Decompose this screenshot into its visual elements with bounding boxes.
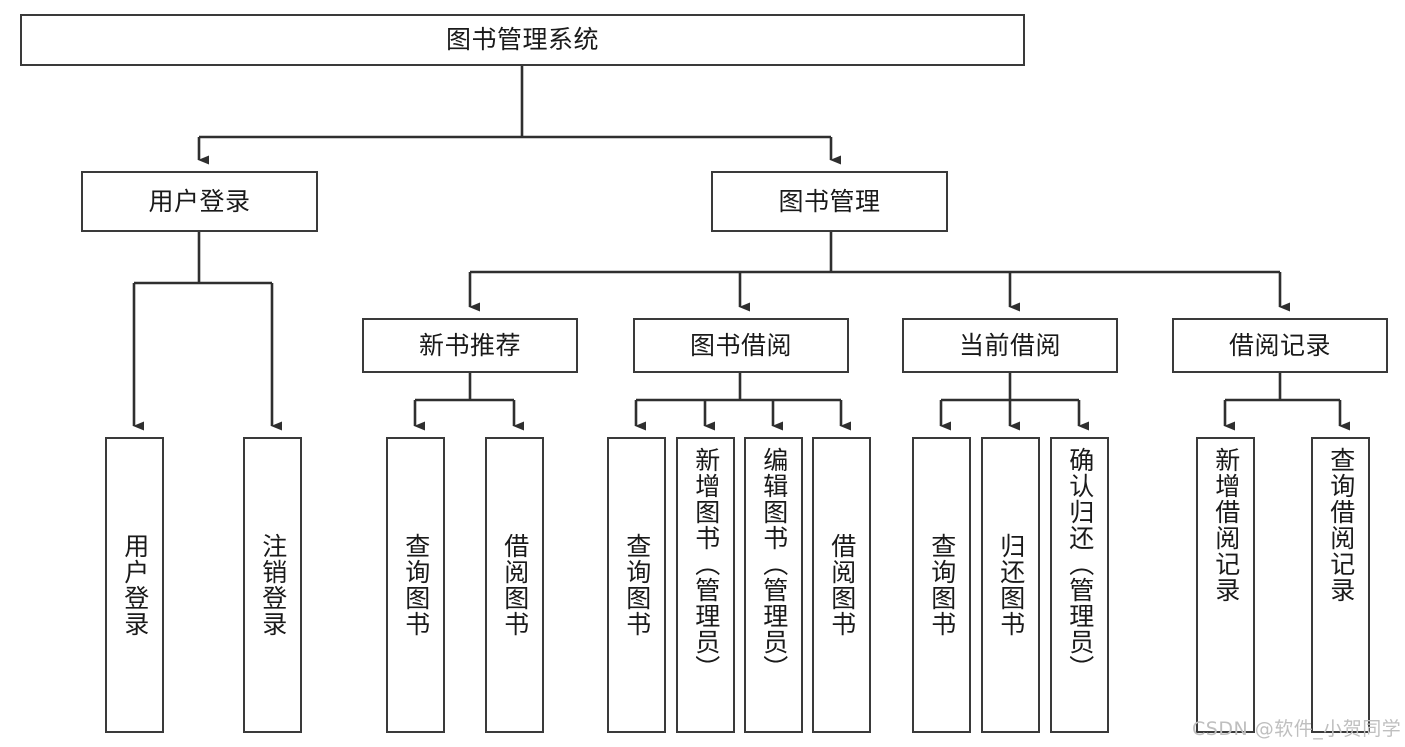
- node-label: 新增借阅记录: [1211, 447, 1241, 603]
- node-label: 用户登录: [120, 533, 150, 637]
- leaf-book-borrow-edit[interactable]: 编辑图书（管理员）: [744, 437, 803, 733]
- leaf-current-borrow-confirm-return[interactable]: 确认归还（管理员）: [1050, 437, 1109, 733]
- node-label: 查询借阅记录: [1326, 447, 1356, 603]
- node-label: 借阅图书: [827, 533, 857, 637]
- node-root-system[interactable]: 图书管理系统: [20, 14, 1025, 66]
- node-label: 查询图书: [927, 533, 957, 637]
- node-label: 图书借阅: [689, 330, 792, 360]
- leaf-user-login-signout[interactable]: 注销登录: [243, 437, 302, 733]
- leaf-new-book-borrow[interactable]: 借阅图书: [485, 437, 544, 733]
- node-user-login[interactable]: 用户登录: [81, 171, 318, 232]
- node-book-borrow[interactable]: 图书借阅: [633, 318, 849, 373]
- leaf-book-borrow-add[interactable]: 新增图书（管理员）: [676, 437, 735, 733]
- leaf-user-login-signin[interactable]: 用户登录: [105, 437, 164, 733]
- node-label: 归还图书: [996, 533, 1026, 637]
- node-borrow-record[interactable]: 借阅记录: [1172, 318, 1388, 373]
- node-label: 注销登录: [258, 533, 288, 637]
- leaf-new-book-query[interactable]: 查询图书: [386, 437, 445, 733]
- node-label: 新增图书（管理员）: [691, 447, 721, 681]
- leaf-current-borrow-return[interactable]: 归还图书: [981, 437, 1040, 733]
- leaf-borrow-record-add[interactable]: 新增借阅记录: [1196, 437, 1255, 733]
- node-label: 借阅记录: [1228, 330, 1331, 360]
- node-label: 借阅图书: [500, 533, 530, 637]
- node-label: 查询图书: [401, 533, 431, 637]
- csdn-watermark: CSDN @软件_小贺同学: [1192, 718, 1402, 740]
- node-book-management[interactable]: 图书管理: [711, 171, 948, 232]
- leaf-borrow-record-query[interactable]: 查询借阅记录: [1311, 437, 1370, 733]
- node-label: 图书管理系统: [445, 25, 599, 55]
- node-label: 用户登录: [148, 186, 251, 216]
- node-label: 图书管理: [778, 186, 881, 216]
- node-new-book-recommend[interactable]: 新书推荐: [362, 318, 578, 373]
- node-label: 编辑图书（管理员）: [759, 447, 789, 681]
- node-label: 确认归还（管理员）: [1065, 447, 1095, 681]
- leaf-current-borrow-query[interactable]: 查询图书: [912, 437, 971, 733]
- node-label: 查询图书: [622, 533, 652, 637]
- leaf-book-borrow-lend[interactable]: 借阅图书: [812, 437, 871, 733]
- node-current-borrow[interactable]: 当前借阅: [902, 318, 1118, 373]
- node-label: 新书推荐: [418, 330, 521, 360]
- node-label: 当前借阅: [958, 330, 1061, 360]
- leaf-book-borrow-query[interactable]: 查询图书: [607, 437, 666, 733]
